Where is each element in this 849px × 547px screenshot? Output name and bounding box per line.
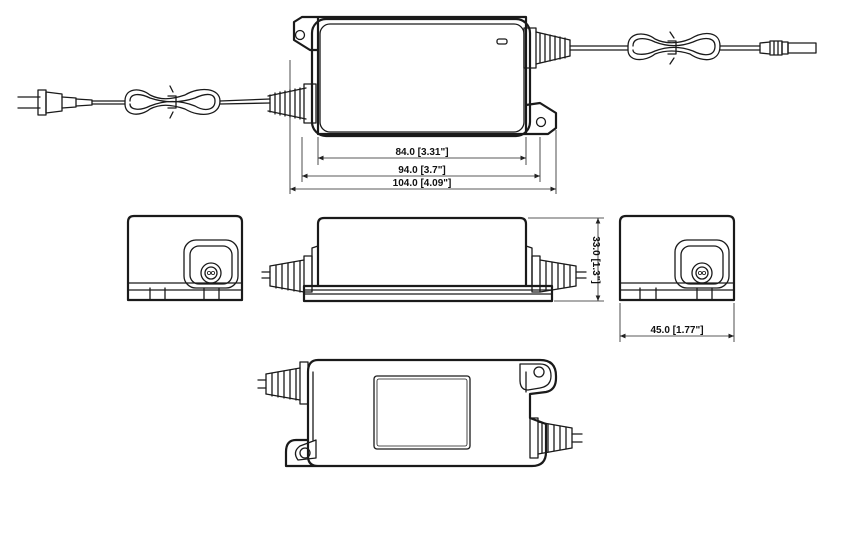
dimension-line-height xyxy=(528,217,604,302)
housing-top xyxy=(292,15,558,136)
dim-height-33: 33.0 [1.3"] xyxy=(590,236,601,284)
bottom-view xyxy=(257,358,583,468)
ac-plug xyxy=(17,89,93,116)
cord-coil-right xyxy=(627,32,721,61)
housing-bottom xyxy=(284,358,558,468)
dimension-line-width xyxy=(619,303,735,342)
led-indicator xyxy=(496,38,508,45)
cord-coil-left xyxy=(124,88,221,116)
side-view xyxy=(261,216,587,303)
mount-hole-left xyxy=(294,29,306,41)
dim-width-45: 45.0 [1.77"] xyxy=(650,325,703,336)
strain-relief-right xyxy=(523,27,571,69)
dc-plug xyxy=(759,40,817,56)
mount-hole-right xyxy=(535,116,547,128)
output-cord xyxy=(569,45,761,51)
input-cord xyxy=(91,98,271,105)
strain-relief-left xyxy=(267,83,317,124)
dim-length-104: 104.0 [4.09"] xyxy=(393,178,452,189)
dim-length-84: 84.0 [3.31"] xyxy=(395,147,448,158)
end-view-right xyxy=(618,214,736,302)
end-view-left xyxy=(126,214,244,302)
dimension-lines-top xyxy=(289,60,557,194)
dim-length-94: 94.0 [3.7"] xyxy=(398,165,446,176)
top-view xyxy=(17,15,817,138)
label-area xyxy=(373,375,471,450)
